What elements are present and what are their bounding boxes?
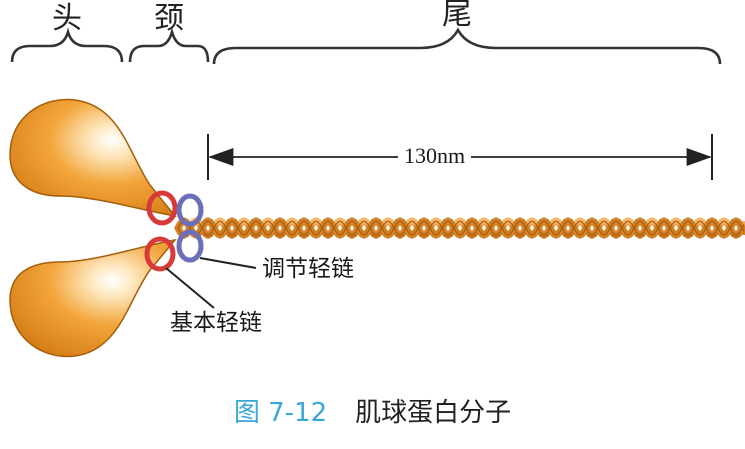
figure-caption: 图 7-12 肌球蛋白分子 bbox=[0, 400, 745, 426]
lower-head bbox=[9, 238, 177, 358]
regulatory-light-chain-label: 调节轻链 bbox=[262, 256, 354, 282]
neck-label: 颈 bbox=[154, 1, 184, 36]
tail-label: 尾 bbox=[442, 0, 472, 32]
length-label: 130nm bbox=[398, 145, 472, 167]
regulatory-light-chain-lower bbox=[176, 229, 204, 263]
tail-brace bbox=[212, 27, 722, 65]
regulatory-light-chain-upper bbox=[176, 193, 204, 227]
light-chain-rings bbox=[144, 190, 204, 272]
head-brace bbox=[10, 27, 124, 63]
essential-callout-line bbox=[165, 267, 215, 309]
essential-light-chain-label: 基本轻链 bbox=[170, 310, 262, 336]
neck-brace bbox=[128, 27, 210, 63]
regulatory-callout-line bbox=[199, 257, 257, 269]
figure-number: 图 7-12 bbox=[233, 398, 328, 428]
figure-title: 肌球蛋白分子 bbox=[355, 398, 512, 428]
upper-head bbox=[9, 98, 177, 218]
head-label: 头 bbox=[52, 1, 82, 36]
essential-light-chain-lower bbox=[144, 236, 176, 272]
essential-light-chain-upper bbox=[146, 190, 178, 226]
coiled-coil-tail bbox=[174, 217, 745, 239]
